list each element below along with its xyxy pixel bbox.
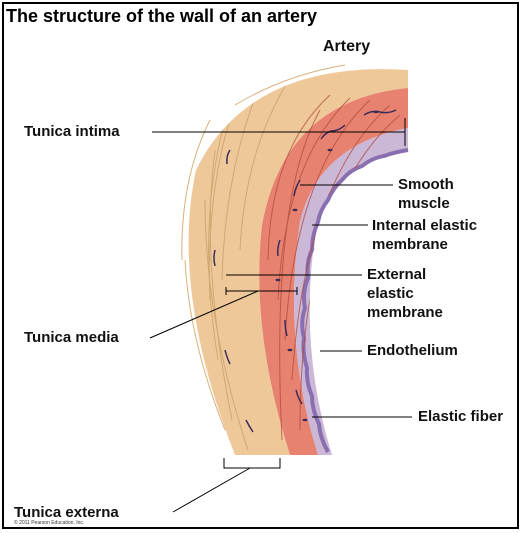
label-external-elastic-line1: External <box>367 266 426 284</box>
label-smooth-muscle-line2: muscle <box>398 195 450 213</box>
label-internal-elastic-line2: membrane <box>372 236 448 254</box>
label-external-elastic-line3: membrane <box>367 304 443 322</box>
label-tunica-media: Tunica media <box>24 329 119 347</box>
copyright-notice: © 2011 Pearson Education, Inc. <box>14 520 84 526</box>
leader-tunica-externa <box>173 468 250 512</box>
label-external-elastic-line2: elastic <box>367 285 414 303</box>
label-internal-elastic-line1: Internal elastic <box>372 217 477 235</box>
label-elastic-fiber: Elastic fiber <box>418 408 503 426</box>
label-endothelium: Endothelium <box>367 342 458 360</box>
label-tunica-intima: Tunica intima <box>24 123 120 141</box>
label-smooth-muscle-line1: Smooth <box>398 176 454 194</box>
externa-bracket <box>224 458 280 468</box>
